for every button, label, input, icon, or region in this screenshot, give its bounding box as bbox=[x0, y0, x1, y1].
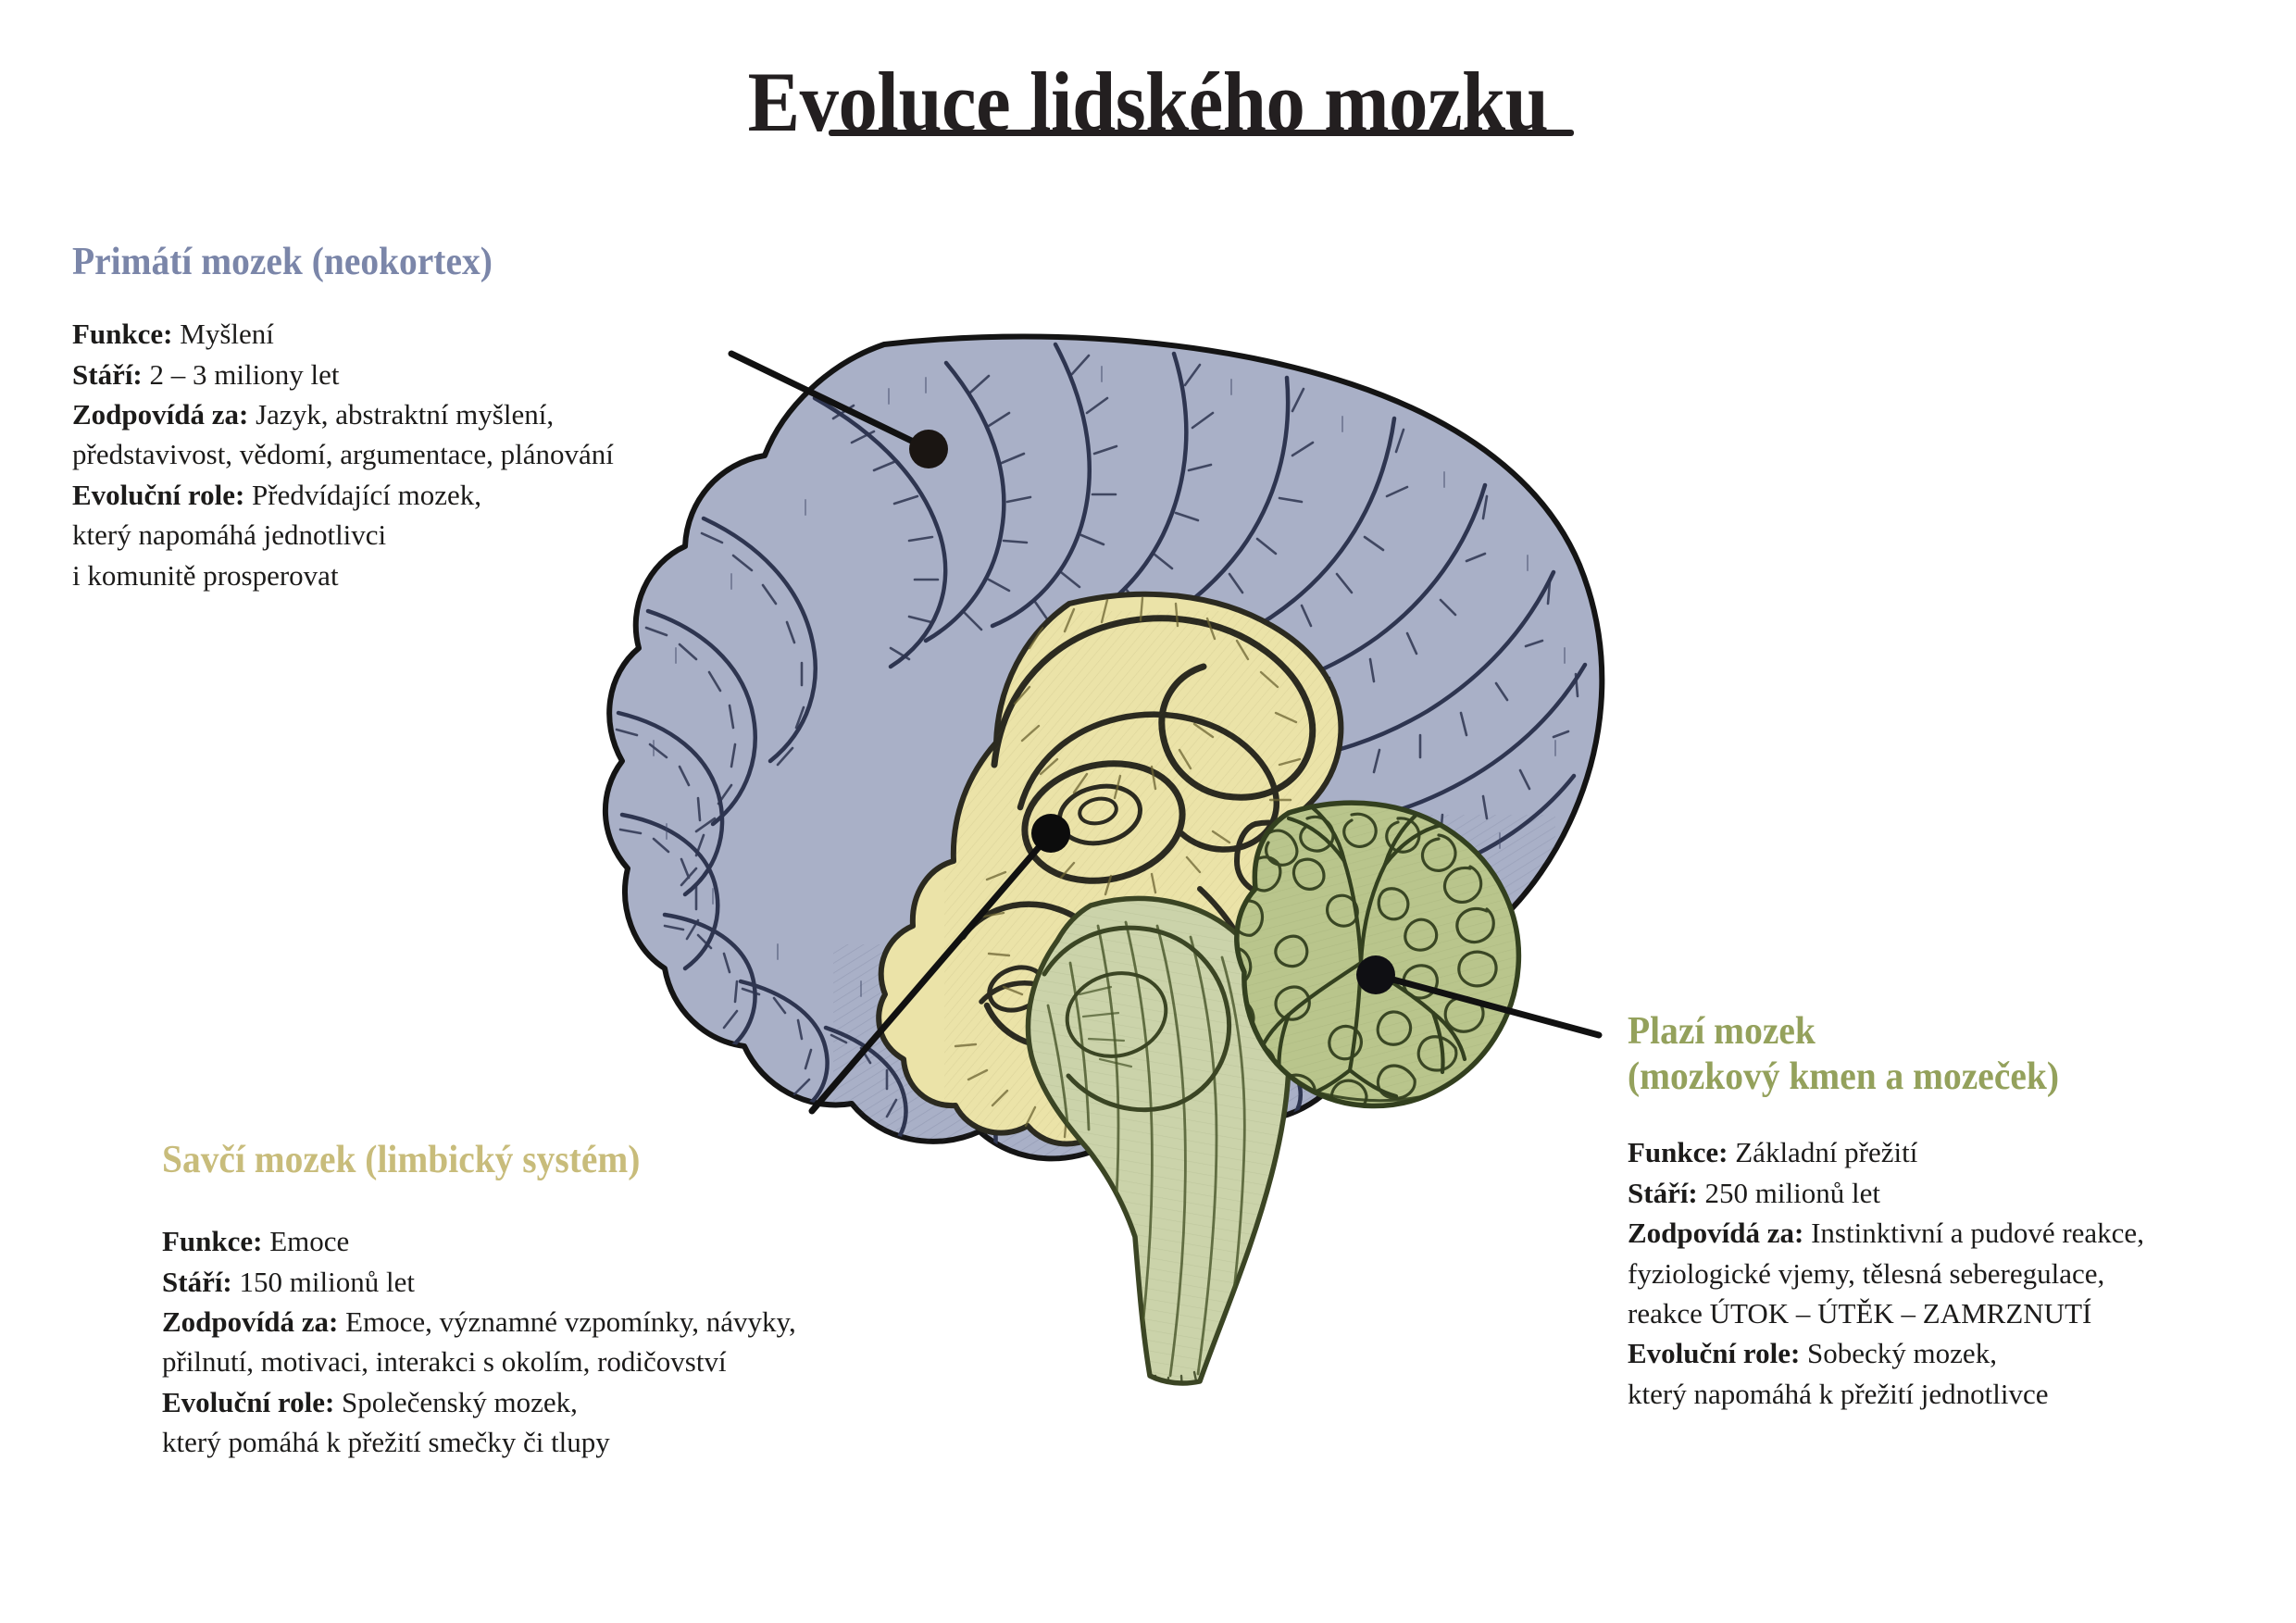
body-line: fyziologické vjemy, tělesná seberegulace… bbox=[1628, 1254, 2276, 1293]
body-label: Funkce: bbox=[1628, 1136, 1728, 1169]
section-heading-reptilian: Plazí mozek (mozkový kmen a mozeček) bbox=[1628, 1009, 2237, 1099]
body-value: Základní přežití bbox=[1728, 1136, 1918, 1169]
body-line: Stáří: 2 – 3 miliony let bbox=[72, 355, 831, 394]
body-line: který napomáhá jednotlivci bbox=[72, 515, 831, 555]
body-line: Stáří: 150 milionů let bbox=[162, 1262, 995, 1302]
body-line: Evoluční role: Společenský mozek, bbox=[162, 1382, 995, 1422]
section-body-neocortex: Funkce: Myšlení Stáří: 2 – 3 miliony let… bbox=[72, 314, 831, 595]
body-value: Instinktivní a pudové reakce, bbox=[1803, 1217, 2144, 1250]
body-value: Myšlení bbox=[172, 318, 274, 351]
body-line: který napomáhá k přežití jednotlivce bbox=[1628, 1374, 2276, 1414]
body-value: 2 – 3 miliony let bbox=[142, 357, 340, 391]
body-line: Evoluční role: Sobecký mozek, bbox=[1628, 1333, 2276, 1373]
region-cerebellum bbox=[1234, 800, 1522, 1109]
body-label: Stáří: bbox=[72, 357, 143, 391]
body-value: přilnutí, motivaci, interakci s okolím, … bbox=[162, 1345, 727, 1379]
body-value: Jazyk, abstraktní myšlení, bbox=[248, 398, 555, 431]
section-body-reptilian: Funkce: Základní přežití Stáří: 250 mili… bbox=[1628, 1132, 2276, 1414]
leader-dot-neocortex bbox=[909, 430, 948, 468]
body-line: reakce ÚTOK – ÚTĚK – ZAMRZNUTÍ bbox=[1628, 1293, 2276, 1333]
body-label: Zodpovídá za: bbox=[162, 1305, 339, 1339]
body-value: reakce ÚTOK – ÚTĚK – ZAMRZNUTÍ bbox=[1628, 1297, 2092, 1330]
section-reptilian: Plazí mozek (mozkový kmen a mozeček) Fun… bbox=[1628, 1009, 2276, 1414]
body-value: 250 milionů let bbox=[1697, 1176, 1880, 1209]
body-line: Funkce: Emoce bbox=[162, 1221, 995, 1261]
body-value: Společenský mozek, bbox=[334, 1385, 578, 1418]
body-label: Funkce: bbox=[162, 1225, 263, 1258]
body-line: představivost, vědomí, argumentace, plán… bbox=[72, 434, 831, 474]
section-body-limbic: Funkce: Emoce Stáří: 150 milionů let Zod… bbox=[162, 1221, 995, 1462]
body-value: 150 milionů let bbox=[231, 1265, 415, 1298]
body-label: Evoluční role: bbox=[72, 478, 245, 511]
leader-dot-reptilian bbox=[1356, 955, 1395, 994]
body-line: Stáří: 250 milionů let bbox=[1628, 1173, 2276, 1213]
region-limbic-system bbox=[876, 591, 1344, 1147]
body-value: fyziologické vjemy, tělesná seberegulace… bbox=[1628, 1256, 2105, 1290]
body-value: Sobecký mozek, bbox=[1800, 1337, 1997, 1370]
section-neocortex: Primátí mozek (neokortex) Funkce: Myšlen… bbox=[72, 239, 831, 595]
section-heading-limbic: Savčí mozek (limbický systém) bbox=[162, 1139, 641, 1181]
limbic-internal-structures bbox=[944, 596, 1341, 1144]
section-heading-line-1: Plazí mozek bbox=[1628, 1010, 1816, 1053]
body-line: i komunitě prosperovat bbox=[72, 556, 831, 595]
body-label: Stáří: bbox=[1628, 1176, 1698, 1209]
body-line: který pomáhá k přežití smečky či tlupy bbox=[162, 1422, 995, 1462]
body-value: který pomáhá k přežití smečky či tlupy bbox=[162, 1426, 610, 1459]
body-value: Emoce bbox=[262, 1225, 350, 1258]
leader-line-reptilian bbox=[1372, 971, 1603, 1039]
body-line: Funkce: Základní přežití bbox=[1628, 1132, 2276, 1172]
body-value: představivost, vědomí, argumentace, plán… bbox=[72, 438, 614, 471]
body-label: Stáří: bbox=[162, 1265, 232, 1298]
body-line: Evoluční role: Předvídající mozek, bbox=[72, 475, 831, 515]
title-underline-rule bbox=[829, 130, 1574, 136]
leader-line-limbic bbox=[808, 830, 1054, 1115]
body-value: Předvídající mozek, bbox=[244, 478, 481, 511]
body-line: Zodpovídá za: Emoce, významné vzpomínky,… bbox=[162, 1302, 995, 1342]
body-label: Funkce: bbox=[72, 318, 173, 351]
leader-dot-limbic bbox=[1031, 814, 1070, 853]
brainstem-fibers bbox=[1028, 898, 1290, 1383]
body-value: který napomáhá k přežití jednotlivce bbox=[1628, 1377, 2049, 1410]
body-value: který napomáhá jednotlivci bbox=[72, 518, 387, 552]
body-line: Zodpovídá za: Instinktivní a pudové reak… bbox=[1628, 1213, 2276, 1253]
body-value: Emoce, významné vzpomínky, návyky, bbox=[338, 1305, 796, 1339]
body-label: Zodpovídá za: bbox=[1628, 1217, 1804, 1250]
section-heading-neocortex: Primátí mozek (neokortex) bbox=[72, 241, 493, 283]
body-label: Evoluční role: bbox=[162, 1385, 335, 1418]
body-line: přilnutí, motivaci, interakci s okolím, … bbox=[162, 1342, 995, 1381]
region-brainstem bbox=[1025, 895, 1292, 1386]
body-value: i komunitě prosperovat bbox=[72, 558, 339, 592]
leader-lines bbox=[728, 350, 1603, 1115]
cerebellum-arbor-vitae bbox=[1236, 803, 1519, 1106]
body-label: Evoluční role: bbox=[1628, 1337, 1801, 1370]
section-heading-line-2: (mozkový kmen a mozeček) bbox=[1628, 1055, 2059, 1098]
body-line: Zodpovídá za: Jazyk, abstraktní myšlení, bbox=[72, 394, 831, 434]
body-label: Zodpovídá za: bbox=[72, 398, 249, 431]
section-limbic: Savčí mozek (limbický systém) Funkce: Em… bbox=[162, 1137, 995, 1463]
body-line: Funkce: Myšlení bbox=[72, 314, 831, 354]
